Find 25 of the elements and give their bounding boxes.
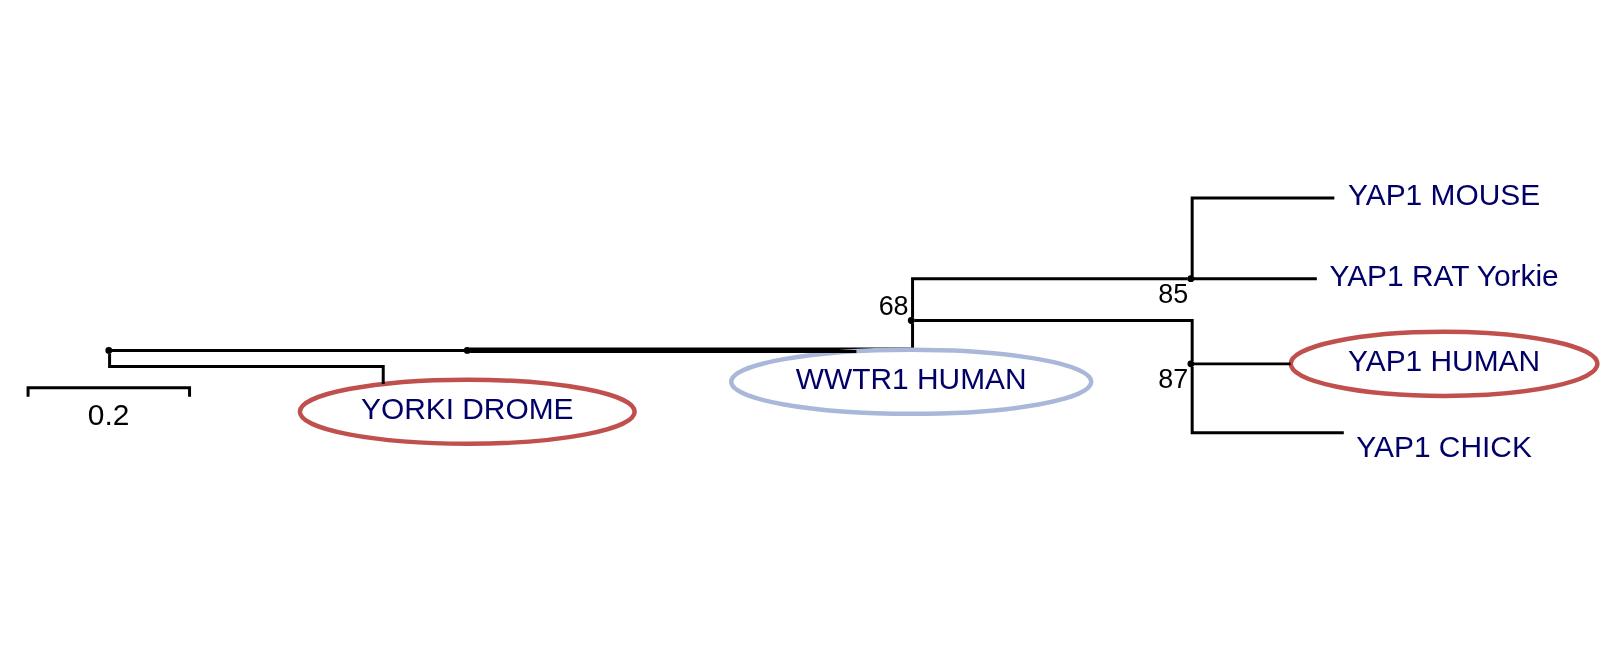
connector <box>470 349 857 353</box>
node-label: 85 <box>1158 278 1189 309</box>
connector <box>914 318 1194 361</box>
connector <box>1190 195 1335 276</box>
node-point <box>907 316 915 324</box>
label: 0.2 <box>87 397 130 431</box>
connector <box>1190 366 1344 434</box>
node-ellipse: YORKI DROME <box>297 376 637 446</box>
connector <box>911 276 1188 318</box>
node-text: YAP1 CHICK <box>1356 429 1532 463</box>
connector <box>469 322 915 350</box>
node-text: YAP1 RAT Yorkie <box>1329 258 1559 292</box>
connector <box>108 353 385 384</box>
connector <box>111 348 465 352</box>
node-label: 87 <box>1158 363 1189 394</box>
node-point <box>1187 274 1195 282</box>
node-ellipse: YAP1 HUMAN <box>1288 329 1600 398</box>
node-text: YAP1 MOUSE <box>1348 177 1541 211</box>
node-point <box>105 346 113 354</box>
node-point <box>1187 359 1195 367</box>
connector <box>1193 361 1291 365</box>
node-ellipse: WWTR1 HUMAN <box>728 347 1094 416</box>
node-point <box>463 346 471 354</box>
connector <box>1193 276 1317 280</box>
node-label: 68 <box>878 290 909 321</box>
